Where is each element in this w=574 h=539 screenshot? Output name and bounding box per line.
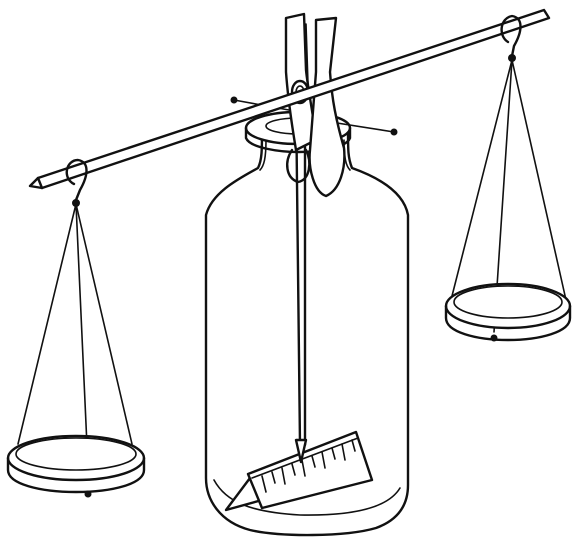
left-string-3: [76, 204, 132, 444]
right-pan: [446, 16, 570, 341]
clothespin-right-prong: [310, 18, 345, 196]
pin-left-head: [231, 97, 237, 103]
left-string-1: [18, 204, 76, 444]
left-string-2: [76, 204, 88, 468]
left-pan: [8, 160, 144, 497]
left-pan-rim: [8, 436, 144, 480]
left-pan-tie: [85, 491, 91, 497]
right-string-1: [452, 60, 512, 296]
right-pan-rim: [446, 284, 570, 328]
pin-right-head: [391, 129, 397, 135]
right-string-3: [512, 60, 566, 300]
right-pan-tie: [491, 335, 497, 341]
